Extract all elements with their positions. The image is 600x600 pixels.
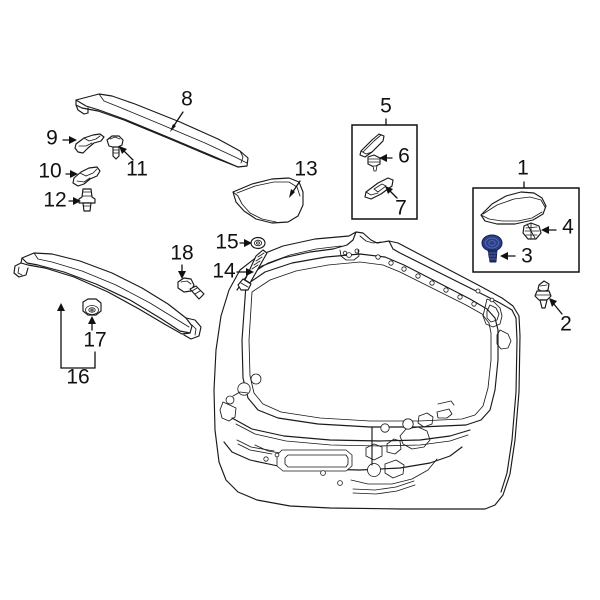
small-grommet-clip: [367, 154, 381, 172]
callout-label-10: 10: [38, 160, 61, 183]
long-threaded-bolt: [237, 249, 268, 291]
callout-labels: 1 2 3 4 5 6 7 8 9 10 11 12 13 14 15 16 1…: [38, 88, 574, 389]
sealing-washer: [250, 236, 266, 250]
callout-label-1: 1: [517, 157, 529, 180]
short-hex-bolt: [177, 277, 205, 300]
callout-label-15: 15: [215, 231, 238, 254]
trim-strip: [359, 133, 385, 158]
callout-label-14: 14: [212, 260, 236, 283]
flat-retainer-clip: [364, 177, 394, 200]
lower-spoiler-assembly: [13, 252, 202, 340]
callout-label-13: 13: [294, 158, 317, 181]
callout-label-12: 12: [43, 189, 66, 212]
flange-bolt: [78, 188, 96, 212]
roof-antenna-detail-box: [472, 187, 580, 273]
spoiler-grommet: [82, 298, 102, 316]
liftgate-inner-panel: [213, 231, 521, 510]
callout-label-2: 2: [560, 313, 572, 336]
callout-label-8: 8: [181, 88, 193, 111]
spoiler-end-cap-left: [72, 166, 101, 187]
callout-label-3: 3: [521, 245, 533, 268]
callout-label-11: 11: [126, 158, 148, 181]
callout-label-7: 7: [395, 197, 407, 220]
upper-spoiler-wing: [75, 93, 249, 168]
callout-label-16: 16: [66, 366, 89, 389]
antenna-fin: [480, 191, 547, 225]
antenna-bolt-highlighted: [481, 234, 503, 263]
callout-label-18: 18: [170, 242, 193, 265]
spoiler-mounting-screw: [106, 135, 124, 160]
callout-label-6: 6: [398, 145, 410, 168]
callout-label-9: 9: [46, 127, 58, 150]
callout-label-5: 5: [380, 95, 392, 118]
side-trim-panel: [232, 177, 304, 224]
callout-label-17: 17: [83, 329, 106, 352]
trim-clip-detail-box: [351, 124, 418, 220]
leader-lines: [57, 111, 563, 369]
callout-label-4: 4: [562, 216, 574, 239]
spoiler-end-cap-right: [74, 133, 105, 154]
push-pin-clip: [534, 280, 552, 309]
antenna-hex-nut: [522, 222, 542, 240]
